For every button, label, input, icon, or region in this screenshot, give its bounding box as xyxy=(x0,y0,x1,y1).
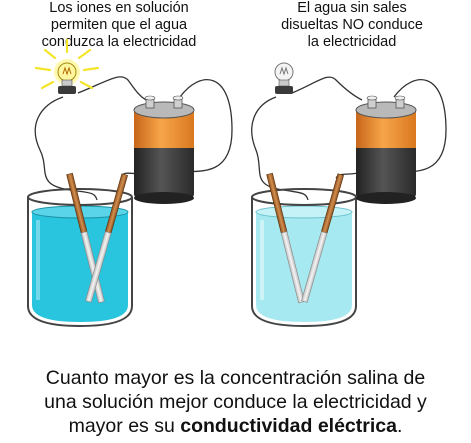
left-wire-bulb-to-electrode xyxy=(34,96,98,201)
right-electrode-2 xyxy=(301,173,344,303)
conclusion-text: Cuanto mayor es la concentración salina … xyxy=(0,366,471,438)
left-caption-line-3: conduzca la electricidad xyxy=(41,34,197,50)
right-pure-water xyxy=(256,212,352,322)
right-wire-battery-to-electrode xyxy=(335,79,447,179)
left-caption-line-2: permiten que el agua xyxy=(50,17,188,33)
left-caption: Los iones en solución permiten que el ag… xyxy=(14,0,224,51)
unlit-bulb-icon xyxy=(274,62,294,94)
left-caption-line-1: Los iones en solución xyxy=(49,0,189,16)
right-caption-line-1: El agua sin sales xyxy=(297,0,407,16)
lit-bulb-icon xyxy=(34,38,100,94)
circuit-illustration xyxy=(27,38,447,328)
left-setup xyxy=(27,38,233,328)
right-wire-bulb-to-battery xyxy=(291,76,363,101)
right-caption: El agua sin sales disueltas NO conduce l… xyxy=(247,0,457,51)
left-wire-bulb-to-battery xyxy=(77,76,147,101)
conclusion-line-3-suffix: . xyxy=(396,415,403,437)
right-beaker xyxy=(251,188,357,328)
conductividad-term: conductividad eléctrica xyxy=(180,415,397,437)
conclusion-line-3: mayor es su conductividad eléctrica. xyxy=(0,414,471,438)
right-wire-bulb-to-electrode xyxy=(251,96,309,201)
right-setup xyxy=(251,62,447,328)
right-battery xyxy=(355,95,417,204)
right-caption-line-3: la electricidad xyxy=(307,34,397,50)
conclusion-line-3-prefix: mayor es su xyxy=(68,415,181,437)
right-caption-line-2: disueltas NO conduce xyxy=(281,17,423,33)
conclusion-line-2: una solución mejor conduce la electricid… xyxy=(44,391,427,413)
right-electrode-1 xyxy=(266,172,305,304)
conclusion-line-1: Cuanto mayor es la concentración salina … xyxy=(45,367,426,389)
left-electrode-2 xyxy=(85,173,128,303)
left-battery xyxy=(133,95,195,204)
